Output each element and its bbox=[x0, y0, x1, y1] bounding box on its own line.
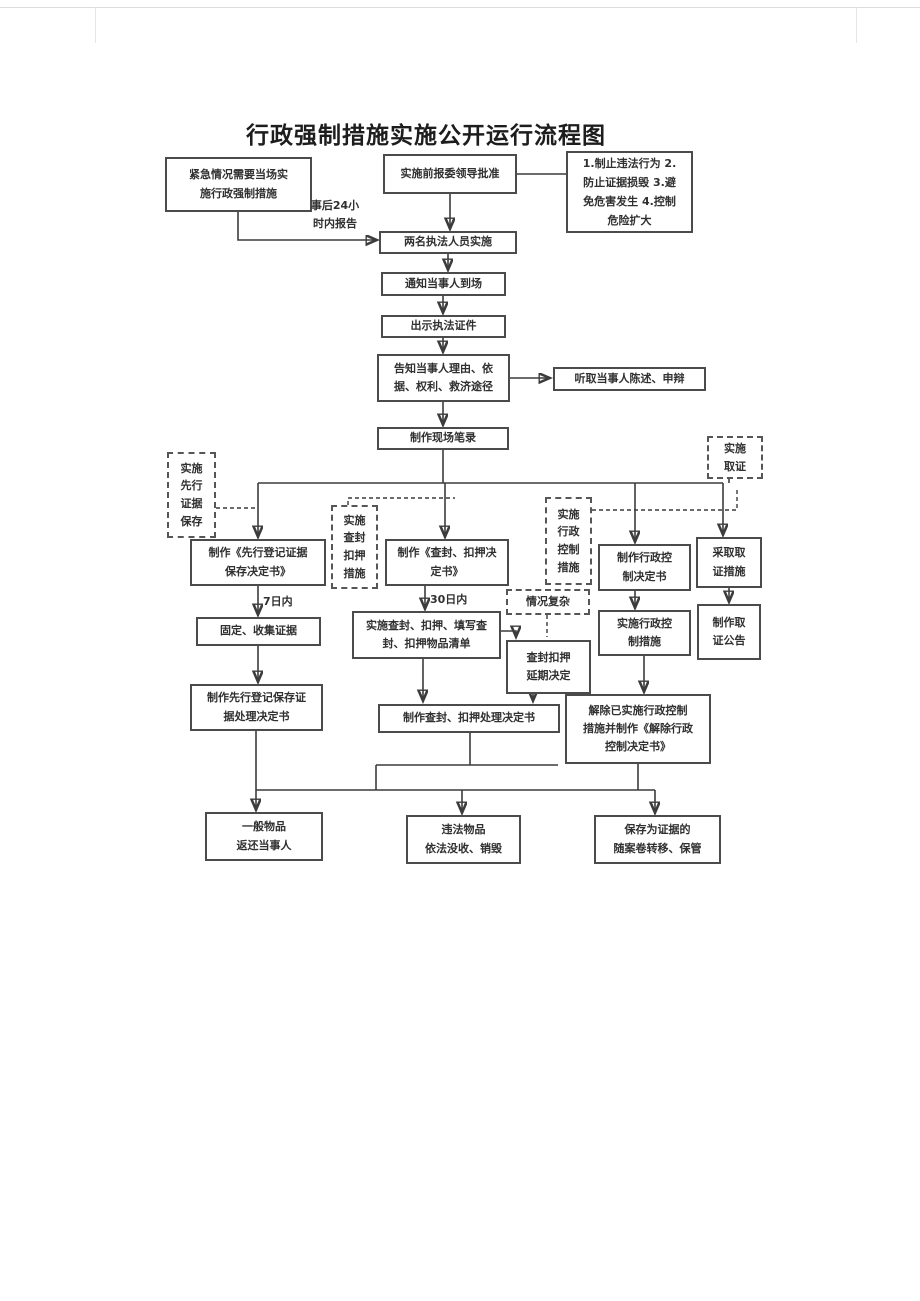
node-notify-party: 通知当事人到场 bbox=[381, 272, 506, 296]
label-within-7-days: 7日内 bbox=[263, 595, 293, 608]
node-onsite-record: 制作现场笔录 bbox=[377, 427, 509, 450]
node-release-admin-control: 解除已实施行政控制 措施并制作《解除行政 控制决定书》 bbox=[565, 694, 711, 764]
node-inform-rights: 告知当事人理由、依 据、权利、救济途径 bbox=[377, 354, 510, 402]
node-extension-decision: 查封扣押 延期决定 bbox=[506, 640, 591, 694]
node-make-control-decision: 制作行政控 制决定书 bbox=[598, 544, 691, 591]
node-dashed-obtain-evidence: 实施 取证 bbox=[707, 436, 763, 479]
node-make-seal-handling-decision: 制作查封、扣押处理决定书 bbox=[378, 704, 560, 733]
node-make-seal-decision: 制作《查封、扣押决 定书》 bbox=[385, 539, 509, 586]
node-general-items-return: 一般物品 返还当事人 bbox=[205, 812, 323, 861]
node-make-preservation-handling-decision: 制作先行登记保存证 据处理决定书 bbox=[190, 684, 323, 731]
page-edge-tick-right bbox=[856, 7, 857, 43]
node-two-officers: 两名执法人员实施 bbox=[379, 231, 517, 254]
node-implement-admin-control: 实施行政控 制措施 bbox=[598, 610, 691, 656]
node-fix-collect-evidence: 固定、收集证据 bbox=[196, 617, 321, 646]
node-listen-statement: 听取当事人陈述、申辩 bbox=[553, 367, 706, 391]
node-dashed-admin-control-measures: 实施 行政 控制 措施 bbox=[545, 497, 592, 585]
flowchart-title: 行政强制措施实施公开运行流程图 bbox=[246, 122, 606, 149]
node-dashed-complex-situation: 情况复杂 bbox=[506, 589, 590, 615]
node-show-credentials: 出示执法证件 bbox=[381, 315, 506, 338]
node-emergency-onsite: 紧急情况需要当场实 施行政强制措施 bbox=[165, 157, 312, 212]
node-purposes-list: 1.制止违法行为 2. 防止证据损毁 3.避 免危害发生 4.控制 危险扩大 bbox=[566, 151, 693, 233]
node-preserved-items-transfer: 保存为证据的 随案卷转移、保管 bbox=[594, 815, 721, 864]
node-report-approval: 实施前报委领导批准 bbox=[383, 154, 517, 194]
node-dashed-seal-detain-measures: 实施 查封 扣押 措施 bbox=[331, 505, 378, 589]
label-within-30-days: 30日内 bbox=[430, 593, 468, 606]
node-make-preservation-decision: 制作《先行登记证据 保存决定书》 bbox=[190, 539, 326, 586]
page-edge-tick-left bbox=[95, 7, 96, 43]
page-edge-line bbox=[0, 7, 920, 8]
label-report-within-24h: 事后24小 时内报告 bbox=[310, 199, 360, 230]
node-take-obtain-measures: 采取取 证措施 bbox=[696, 537, 762, 588]
node-dashed-prior-evidence-preservation: 实施 先行 证据 保存 bbox=[167, 452, 216, 538]
node-implement-seal-detain: 实施查封、扣押、填写查 封、扣押物品清单 bbox=[352, 611, 501, 659]
node-illegal-items-confiscate: 违法物品 依法没收、销毁 bbox=[406, 815, 521, 864]
node-make-obtain-announcement: 制作取 证公告 bbox=[697, 604, 761, 660]
